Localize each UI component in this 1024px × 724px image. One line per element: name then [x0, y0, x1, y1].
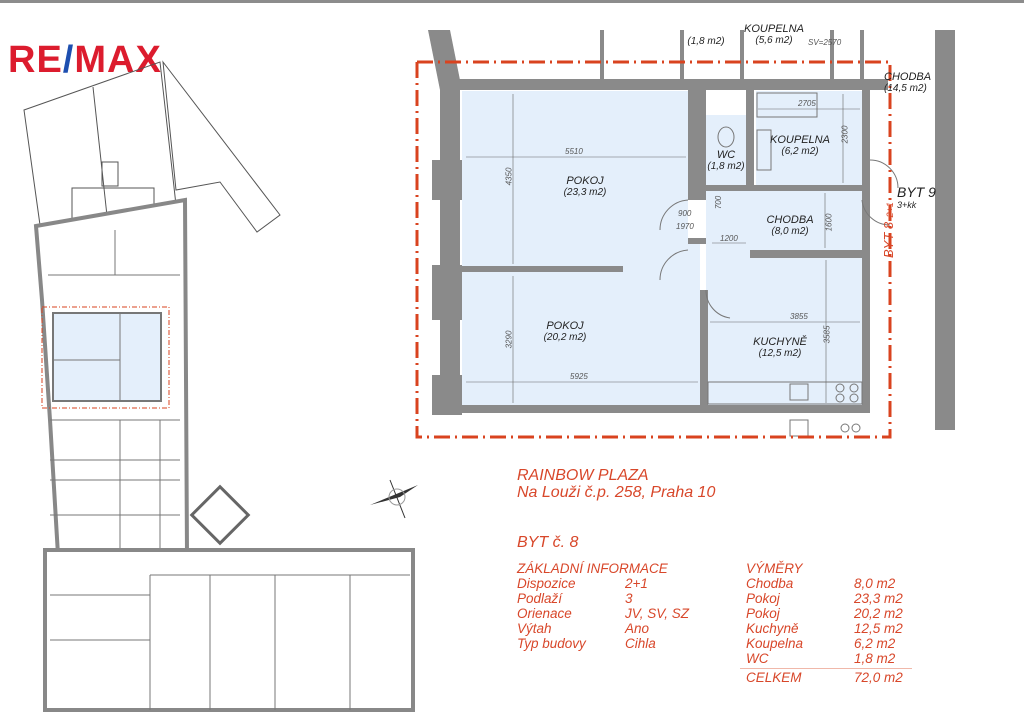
dim-3855: 3855: [790, 312, 808, 321]
room-label-koupelna: KOUPELNA(6,2 m2): [770, 134, 830, 158]
dim-2705: 2705: [798, 99, 816, 108]
dim-5510: 5510: [565, 147, 583, 156]
dim-5925: 5925: [570, 372, 588, 381]
room-label-pokoj-1: POKOJ(23,3 m2): [563, 175, 607, 199]
dim-1200: 1200: [720, 234, 738, 243]
total-divider: [740, 668, 912, 669]
dim-3290: 3290: [504, 330, 514, 349]
areas-title: VÝMĚRY: [746, 561, 803, 576]
unit-outline: [415, 60, 892, 439]
neighbour-chodba: CHODBA(14,5 m2): [884, 71, 932, 95]
north-arrow-icon: [370, 479, 418, 519]
dim-door-1970: 1970: [676, 222, 694, 231]
key-plan-unit-highlight: [52, 312, 162, 402]
dim-1600: 1600: [824, 213, 834, 232]
key-plan-unit-outline: [41, 306, 170, 409]
room-label-wc: WC(1,8 m2): [707, 149, 745, 173]
neighbour-koupelna: KOUPELNA(5,6 m2): [744, 23, 804, 47]
dim-door-700: 700: [714, 195, 724, 210]
room-label-pokoj-2: POKOJ(20,2 m2): [543, 320, 587, 344]
dim-4350: 4350: [504, 167, 514, 186]
unit-side-label: BYT 8 2+1: [881, 202, 896, 258]
unit-title: BYT č. 8: [517, 534, 579, 551]
dim-3585: 3585: [822, 325, 832, 344]
neighbour-sv-note: SV=2570: [808, 38, 842, 47]
neighbour-wc-area: (1,8 m2): [687, 36, 725, 47]
top-border: [0, 0, 1024, 3]
remax-logo: RE/MAX: [8, 39, 162, 81]
unit-rooms: [462, 91, 862, 405]
dim-door-900: 900: [678, 209, 692, 218]
basic-info-title: ZÁKLADNÍ INFORMACE: [517, 561, 668, 576]
project-address: Na Louži č.p. 258, Praha 10: [517, 484, 716, 501]
project-name: RAINBOW PLAZA: [517, 467, 649, 484]
room-label-kuchyne: KUCHYNĚ(12,5 m2): [753, 336, 807, 360]
dim-2300: 2300: [840, 125, 850, 144]
room-label-chodba: CHODBA(8,0 m2): [766, 214, 814, 238]
